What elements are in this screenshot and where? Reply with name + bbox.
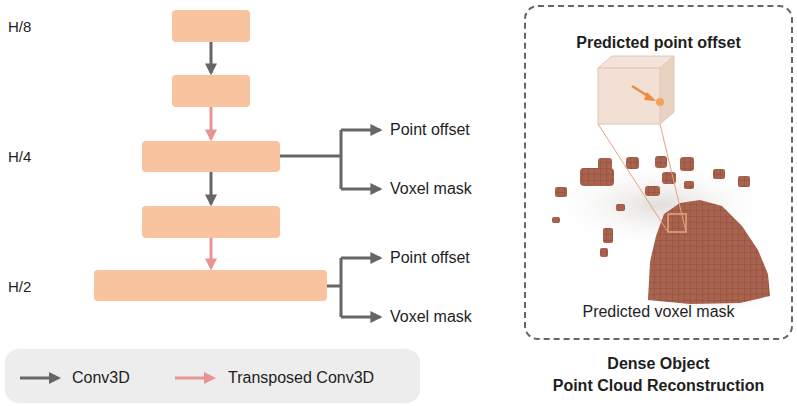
voxel-object: [626, 157, 639, 169]
dashed-panel: Predicted point offsetPredicted voxel ma…: [524, 5, 793, 340]
branch-wire: [327, 258, 341, 317]
feature-block: [172, 10, 250, 42]
feature-block: [142, 206, 280, 238]
transposed-conv3d-arrow: [210, 238, 213, 268]
legend-sample: [173, 368, 217, 388]
scale-label: H/8: [8, 17, 31, 37]
voxel-object: [680, 157, 694, 171]
output-arrow: [341, 129, 380, 132]
voxel-object: [600, 248, 608, 257]
zoom-region: [668, 214, 686, 232]
legend-panel: [5, 349, 420, 403]
offset-arrowhead: [644, 92, 656, 101]
voxel-object: [713, 169, 725, 179]
legend-arrow-head: [49, 372, 61, 384]
voxel-object: [655, 156, 667, 168]
feature-block: [172, 75, 250, 107]
voxel-object: [616, 204, 625, 211]
output-label: Point offset: [390, 248, 470, 268]
voxel-object: [648, 200, 770, 304]
voxel-object: [555, 187, 567, 197]
voxel-scene: [545, 56, 782, 312]
voxel-cube-front: [598, 68, 660, 124]
panel-caption: Dense Object Point Cloud Reconstruction: [524, 353, 793, 397]
voxel-object: [552, 217, 560, 223]
output-label: Voxel mask: [390, 307, 472, 327]
zoom-leader: [598, 124, 686, 232]
panel-label: Predicted voxel mask: [582, 302, 734, 322]
feature-block: [142, 141, 280, 172]
output-arrow: [341, 316, 380, 319]
predicted-point: [656, 98, 664, 106]
output-arrow: [341, 188, 380, 191]
scale-label: H/4: [8, 147, 31, 167]
conv3d-arrow: [210, 42, 213, 73]
voxel-object: [645, 186, 660, 196]
legend-text: Transposed Conv3D: [228, 368, 374, 388]
legend-arrow-shaft: [175, 377, 205, 380]
transposed-conv3d-arrow: [210, 107, 213, 139]
voxel-cube-side: [660, 56, 674, 124]
output-arrow: [341, 257, 380, 260]
voxel-object: [684, 181, 694, 189]
voxel-object: [603, 228, 613, 243]
legend-sample: [18, 368, 62, 388]
legend-text: Conv3D: [72, 368, 130, 388]
output-label: Voxel mask: [390, 179, 472, 199]
legend-arrow-shaft: [20, 377, 50, 380]
branch-wire: [280, 130, 341, 189]
panel-heading: Predicted point offset: [576, 33, 740, 53]
conv3d-arrow: [210, 172, 213, 204]
legend-arrow-head: [204, 372, 216, 384]
output-label: Point offset: [390, 120, 470, 140]
voxel-object: [598, 158, 612, 170]
voxel-object: [738, 176, 750, 187]
feature-block: [94, 270, 327, 301]
voxel-object: [580, 168, 614, 186]
scale-label: H/2: [8, 277, 31, 297]
